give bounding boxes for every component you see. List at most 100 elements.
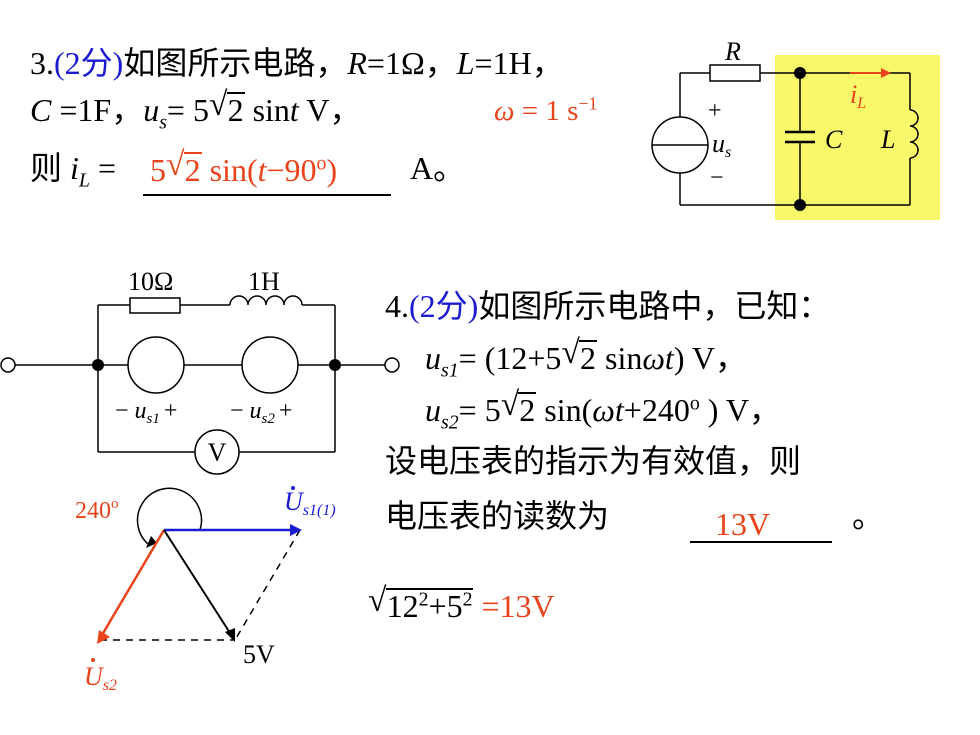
label-us2-phasor: Us2 xyxy=(84,662,117,694)
us2-sym: u xyxy=(250,398,262,424)
problem3-il-symbol: i xyxy=(70,150,79,186)
label-c: C xyxy=(825,125,843,154)
problem3-il-sub: L xyxy=(78,169,90,192)
calc-plus5: +5 xyxy=(428,588,463,624)
answer-sin: sin( xyxy=(201,152,258,188)
voltage-source-2 xyxy=(241,336,299,394)
answer-13v: 13V xyxy=(715,506,771,542)
us1-minus: − xyxy=(115,398,129,424)
problem4-text3: 设电压表的指示为有效值，则 xyxy=(385,443,802,479)
phasor-result-head xyxy=(225,628,235,642)
dot-accent xyxy=(91,658,95,662)
problem3-il-eq: = xyxy=(89,150,116,186)
label-10ohm: 10Ω xyxy=(128,267,173,296)
sqrt-symbol: 2 xyxy=(209,88,245,128)
problem3-l-symbol: L xyxy=(456,45,475,81)
label-us1-phasor: Us1(1) xyxy=(284,487,336,519)
current-arrow-head xyxy=(881,68,891,78)
problem3-intro: 如图所示电路， xyxy=(123,45,348,81)
voltmeter-label: V xyxy=(208,438,227,467)
answer-root: 2 xyxy=(183,152,202,188)
dashed-line xyxy=(234,529,301,641)
voltage-source-1 xyxy=(127,336,185,394)
problem4-intro: 如图所示电路中，已知： xyxy=(478,288,831,324)
us1-plus: + xyxy=(164,398,178,424)
problem4-number: 4. xyxy=(385,288,409,324)
sqrt-symbol: 2 xyxy=(561,336,597,374)
problem3-us-root: 2 xyxy=(226,92,245,128)
problem3-c-symbol: C xyxy=(30,92,52,128)
u2-eq: = 5 xyxy=(458,392,501,428)
phasor-u2-sym: U xyxy=(84,662,105,691)
u2-wt: ωt xyxy=(592,392,624,428)
terminal xyxy=(0,357,16,373)
u1-wt: ωt xyxy=(642,340,674,376)
sqrt-symbol: 122+52 xyxy=(368,584,474,624)
answer-phase: −90 xyxy=(266,152,317,188)
calc-sup1: 2 xyxy=(418,588,429,611)
problem3-line1: 3.(2分)如图所示电路，R=1Ω，L=1H， xyxy=(30,47,564,79)
answer-t: t xyxy=(257,152,267,188)
problem3-l-value: =1H， xyxy=(474,45,564,81)
dot-accent xyxy=(291,486,295,490)
problem3-unit: A。 xyxy=(410,152,465,184)
label-us: us xyxy=(712,129,731,161)
problem3-answer: 52 sin(t−90o) xyxy=(150,148,338,188)
angle-arrow-head xyxy=(146,536,157,548)
problem4-line3: us2= 52 sin(ωt+240o ) V， xyxy=(425,388,781,432)
answer-close: ) xyxy=(326,152,338,188)
problem3-r-symbol: R xyxy=(347,45,367,81)
label-5v: 5V xyxy=(243,640,275,669)
omega-eq: = 1 s xyxy=(514,95,579,127)
problem3-answer-blank xyxy=(143,194,391,196)
answer-deg: o xyxy=(316,152,327,175)
problem4-text4: 电压表的读数为 xyxy=(385,498,610,534)
circuit4-diagram: 10Ω 1H −us1+ −us2+ V xyxy=(0,267,400,475)
u2-root: 2 xyxy=(518,392,537,428)
u1-sym: u xyxy=(425,340,441,376)
answer-coef: 5 xyxy=(150,152,166,188)
phasor-u1-sub: s1(1) xyxy=(303,502,336,519)
problem4-score: (2分) xyxy=(409,288,479,324)
omega-sup: −1 xyxy=(578,93,598,114)
problem3-c-value: =1F， xyxy=(51,92,144,128)
us2-sub: s2 xyxy=(262,411,276,427)
problem3-number: 3. xyxy=(30,45,54,81)
calc-result: =13V xyxy=(473,588,555,624)
u2-unit: ) V， xyxy=(699,392,781,428)
us1-sub: s1 xyxy=(147,411,160,427)
omega-symbol: ω xyxy=(494,95,515,127)
us2-minus: − xyxy=(230,398,244,424)
phasor-u1-sym: U xyxy=(284,487,305,516)
problem3-us-t: t xyxy=(289,92,299,128)
period: 。 xyxy=(852,498,885,534)
problem3-then: 则 xyxy=(30,150,71,186)
phasor-us1-head xyxy=(290,524,302,536)
problem4-line4: 设电压表的指示为有效值，则 xyxy=(385,445,801,477)
angle-value: 240 xyxy=(75,498,111,524)
problem3-us-eq: = 5 xyxy=(166,92,209,128)
phasor-diagram: 240o Us1(1) Us2 5V xyxy=(75,486,336,694)
u2-deg: o xyxy=(689,392,700,415)
u1-eq: = (12+5 xyxy=(458,340,562,376)
problem3-us-sin: sin xyxy=(244,92,290,128)
u1-sub: s1 xyxy=(441,359,459,382)
u1-unit: ) V， xyxy=(673,340,748,376)
angle-arc xyxy=(136,487,203,545)
calc-12: 12 xyxy=(386,588,419,624)
u2-sub: s2 xyxy=(441,411,459,434)
u2-sin: sin( xyxy=(536,392,593,428)
resistor xyxy=(709,64,761,82)
label-plus: + xyxy=(708,98,722,124)
problem3-r-value: =1Ω， xyxy=(366,45,457,81)
problem4-line5: 电压表的读数为 xyxy=(385,500,609,532)
resistor xyxy=(129,297,181,314)
problem3-score: (2分) xyxy=(54,45,124,81)
sqrt-symbol: 2 xyxy=(166,148,202,188)
problem4-line2: us1= (12+52 sinωt) V， xyxy=(425,336,748,380)
label-us1: −us1+ xyxy=(115,398,177,427)
problem3-line3: 则 iL = xyxy=(30,150,116,190)
node-dot xyxy=(794,67,806,79)
label-r: R xyxy=(724,37,741,66)
label-us-sub: s xyxy=(725,144,731,161)
